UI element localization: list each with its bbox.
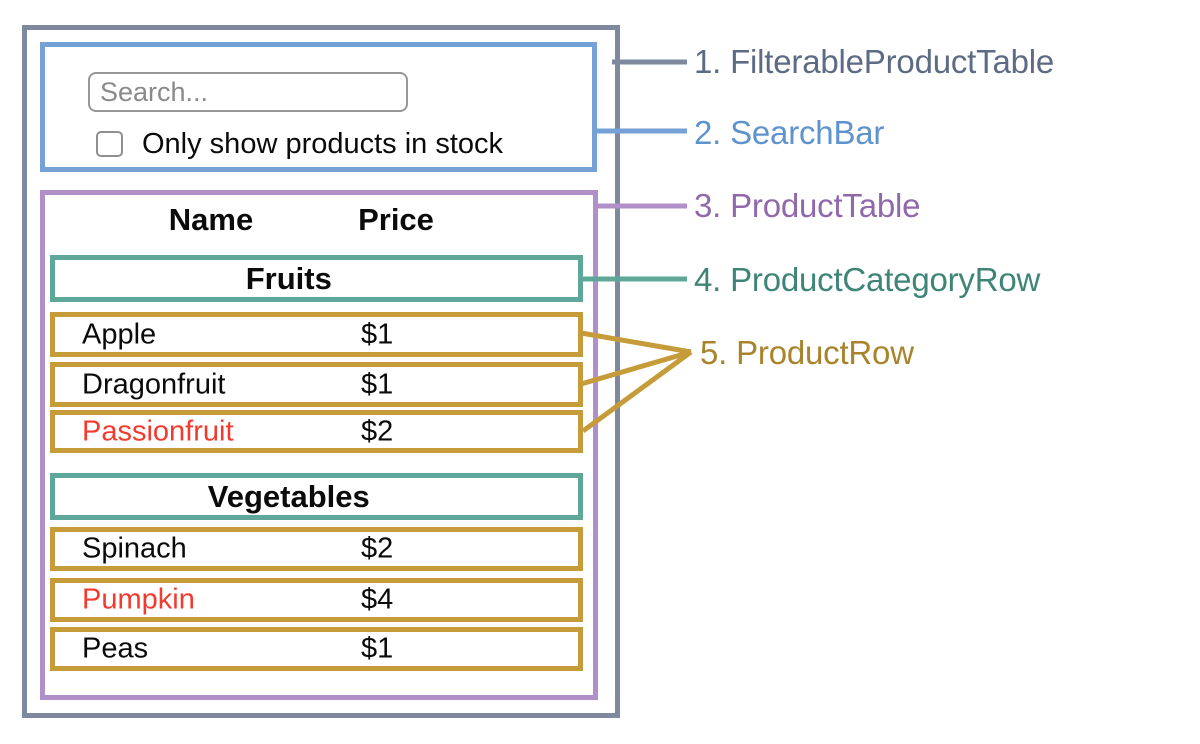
legend-product-table: 3. ProductTable xyxy=(694,187,921,224)
legend-search-bar: 2. SearchBar xyxy=(694,114,885,151)
legend-product-row: 5. ProductRow xyxy=(700,334,914,371)
product-price: $4 xyxy=(361,583,394,616)
product-price: $1 xyxy=(361,318,394,350)
in-stock-checkbox[interactable] xyxy=(96,131,123,157)
product-name: Spinach xyxy=(82,532,187,565)
product-price: $2 xyxy=(361,415,394,447)
product-price: $1 xyxy=(361,368,394,400)
column-header-price: Price xyxy=(358,202,434,237)
product-row-apple: Apple $1 xyxy=(50,312,583,357)
category-label: Fruits xyxy=(245,260,332,296)
legend-filterable-product-table: 1. FilterableProductTable xyxy=(694,43,1055,80)
product-price: $2 xyxy=(361,532,394,565)
product-name: Apple xyxy=(82,318,157,350)
category-label: Vegetables xyxy=(207,478,370,514)
search-input[interactable] xyxy=(88,72,408,112)
product-name-out-of-stock: Passionfruit xyxy=(82,415,234,447)
product-row-pumpkin: Pumpkin $4 xyxy=(50,578,583,622)
category-row-vegetables: Vegetables xyxy=(50,473,583,520)
column-header-name: Name xyxy=(168,202,254,237)
in-stock-checkbox-label: Only show products in stock xyxy=(142,128,504,160)
product-price: $1 xyxy=(361,632,394,665)
product-row-peas: Peas $1 xyxy=(50,627,583,671)
product-row-passionfruit: Passionfruit $2 xyxy=(50,410,583,453)
legend-product-category-row: 4. ProductCategoryRow xyxy=(694,261,1041,298)
category-row-fruits: Fruits xyxy=(50,255,583,302)
product-name-out-of-stock: Pumpkin xyxy=(82,583,195,616)
product-name: Peas xyxy=(82,632,149,665)
product-row-spinach: Spinach $2 xyxy=(50,527,583,571)
product-name: Dragonfruit xyxy=(82,368,226,400)
product-row-dragonfruit: Dragonfruit $1 xyxy=(50,362,583,407)
